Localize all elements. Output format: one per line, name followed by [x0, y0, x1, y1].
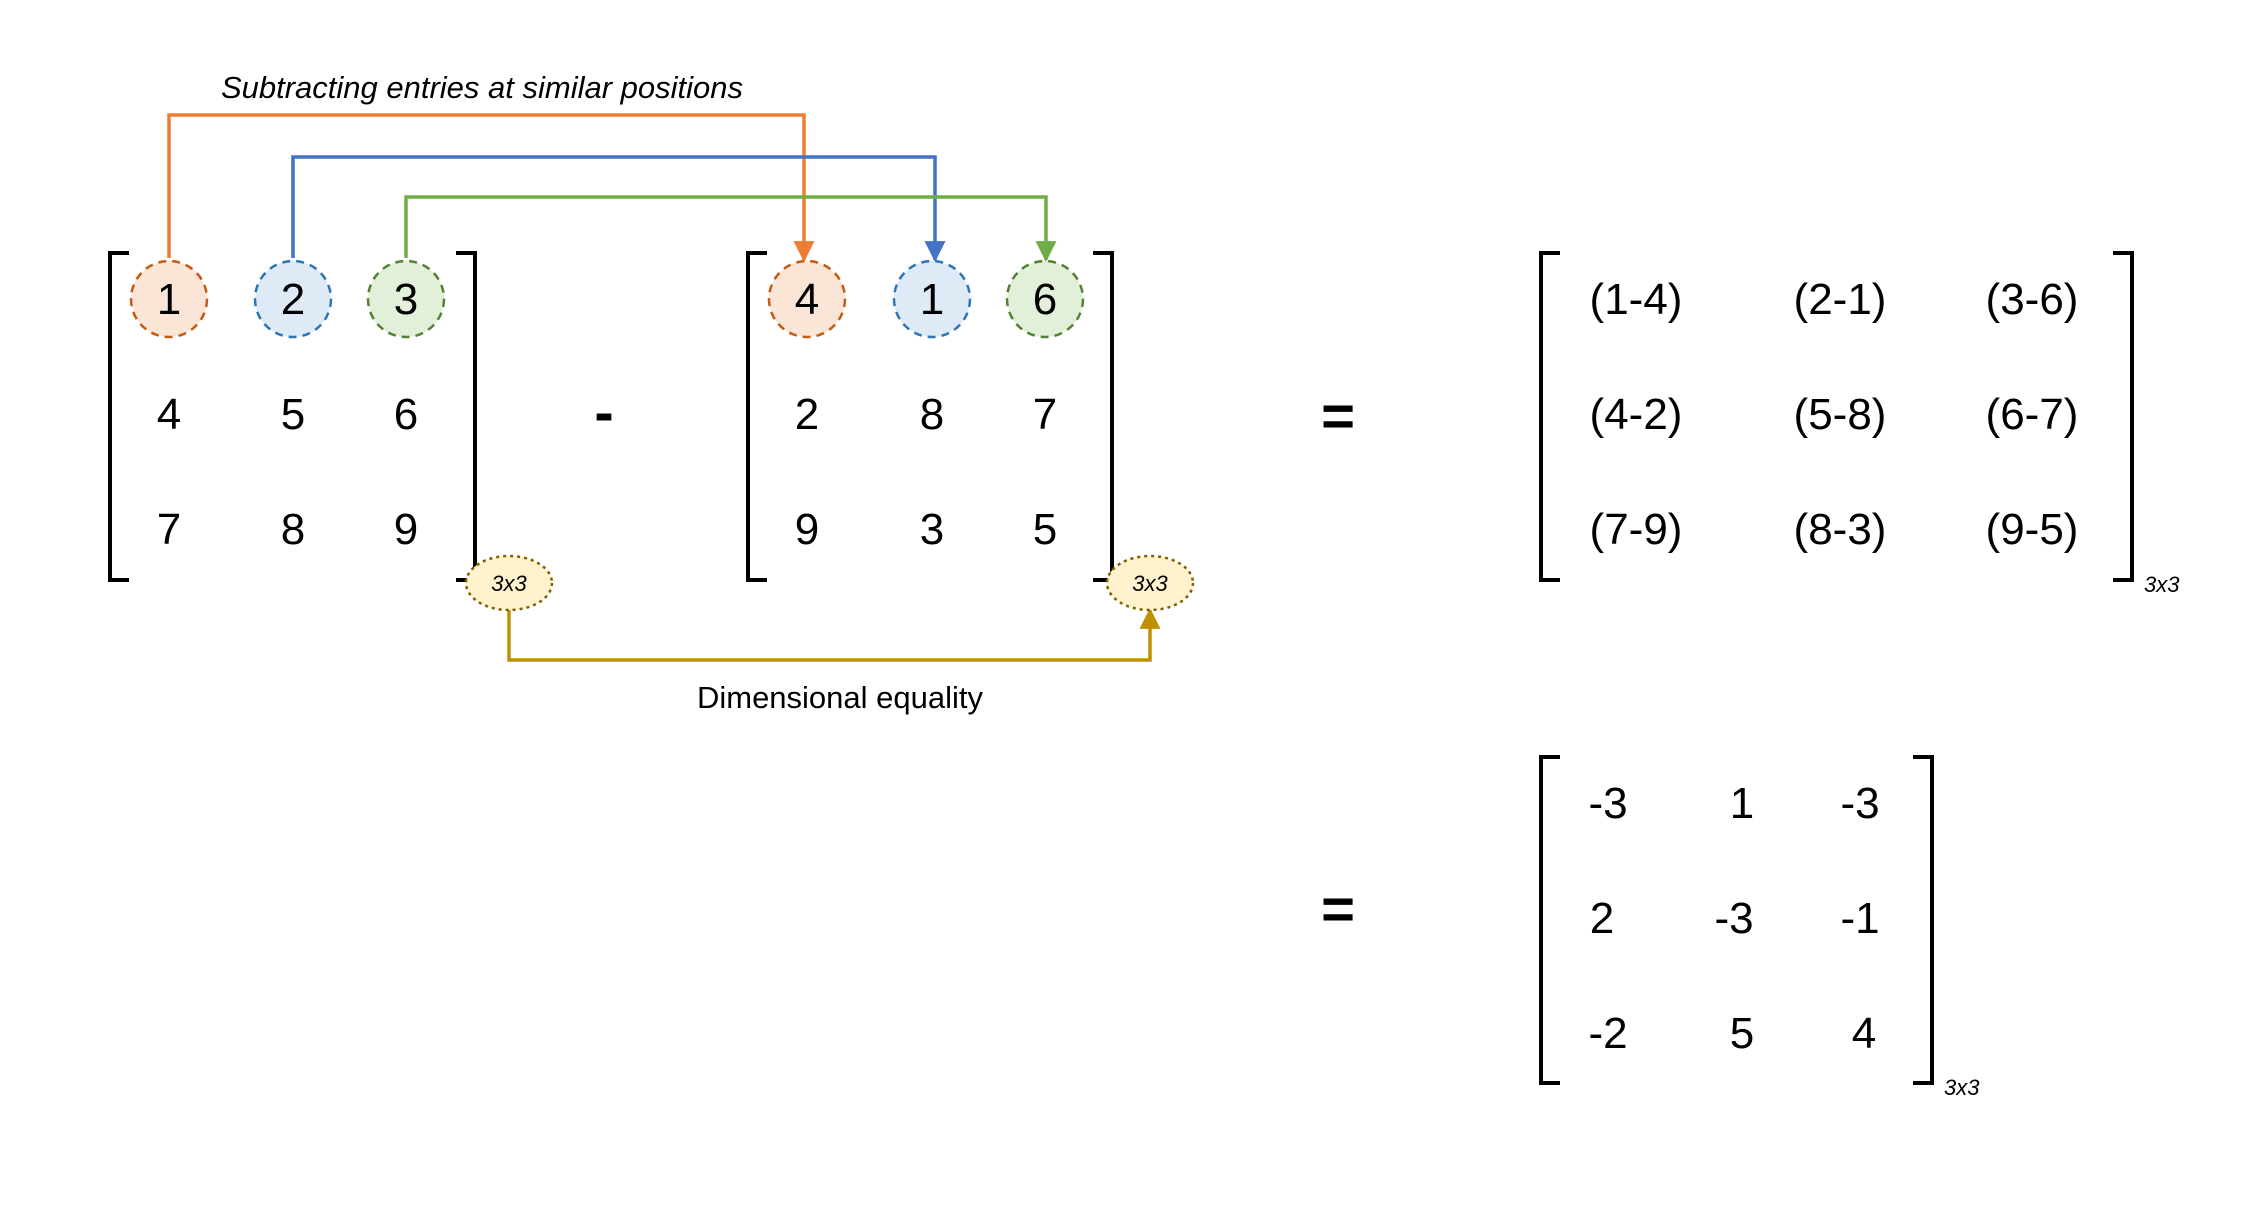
- dimension-label-b: 3x3: [1132, 571, 1168, 596]
- highlight-circle-b13: [1005, 259, 1085, 339]
- matrix-a-cell: 6: [394, 390, 418, 439]
- matrix-expr-cell: (1-4): [1590, 275, 1683, 324]
- matrix-expr-cell: (7-9): [1590, 505, 1683, 554]
- highlight-circle-b11: [767, 259, 847, 339]
- matrix-result-cell: -3: [1588, 779, 1627, 828]
- matrix-b-left-bracket: [746, 251, 767, 582]
- matrix-result-left-bracket: [1539, 755, 1560, 1085]
- matrix-expr-cell: (5-8): [1794, 390, 1887, 439]
- matrix-expr-right-bracket: [2113, 251, 2134, 582]
- matrix-expr-dimension: 3x3: [2144, 572, 2180, 597]
- matrix-b-cell: 5: [1033, 505, 1057, 554]
- matrix-expr-cell: (8-3): [1794, 505, 1887, 554]
- matrix-result-cell: -1: [1840, 894, 1879, 943]
- dimension-connector: [507, 607, 1161, 662]
- matrix-expr-left-bracket: [1539, 251, 1560, 582]
- title-subtracting-entries: Subtracting entries at similar positions: [221, 70, 743, 105]
- matrix-expr: (1-4) (2-1) (3-6) (4-2) (5-8) (6-7) (7-9…: [1590, 275, 2079, 554]
- equals-operator-1: =: [1321, 384, 1355, 449]
- matrix-a-cell: 9: [394, 505, 418, 554]
- matrix-a-left-bracket: [108, 251, 129, 582]
- matrix-expr-cell: (4-2): [1590, 390, 1683, 439]
- matrix-b-cell: 8: [920, 390, 944, 439]
- connector-blue: [291, 155, 946, 263]
- connector-orange: [167, 113, 815, 263]
- matrix-a-cell: 3: [394, 275, 418, 324]
- matrix-a-cell: 1: [157, 275, 181, 324]
- dimension-label-a: 3x3: [491, 571, 527, 596]
- matrix-a-cell: 2: [281, 275, 305, 324]
- matrix-a-cell: 7: [157, 505, 181, 554]
- minus-operator: -: [594, 380, 613, 445]
- matrix-result-cell: -3: [1840, 779, 1879, 828]
- highlight-circle-a11: [129, 259, 209, 339]
- matrix-result-cell: 4: [1852, 1009, 1876, 1058]
- matrix-a-cell: 8: [281, 505, 305, 554]
- matrix-b-cell: 4: [795, 275, 819, 324]
- matrix-expr-cell: (2-1): [1794, 275, 1887, 324]
- matrix-b-cell: 1: [920, 275, 944, 324]
- matrix-expr-cell: (6-7): [1986, 390, 2079, 439]
- matrix-b-cell: 6: [1033, 275, 1057, 324]
- matrix-a: 1 2 3 4 5 6 7 8 9: [157, 275, 418, 554]
- matrix-b-right-bracket: [1093, 251, 1114, 582]
- matrix-result-cell: -2: [1588, 1009, 1627, 1058]
- matrix-expr-cell: (9-5): [1986, 505, 2079, 554]
- matrix-result: -3 1 -3 2 -3 -1 -2 5 4: [1588, 779, 1879, 1058]
- caption-dimensional-equality: Dimensional equality: [697, 680, 984, 715]
- highlight-circle-a12: [253, 259, 333, 339]
- matrix-a-cell: 5: [281, 390, 305, 439]
- equals-operator-2: =: [1321, 877, 1355, 942]
- matrix-b: 4 1 6 2 8 7 9 3 5: [795, 275, 1057, 554]
- dimension-oval-b: [1105, 554, 1195, 612]
- matrix-a-cell: 4: [157, 390, 181, 439]
- dimension-oval-a: [464, 554, 554, 612]
- connector-green: [404, 195, 1057, 263]
- highlight-circle-b12: [892, 259, 972, 339]
- matrix-result-right-bracket: [1913, 755, 1934, 1085]
- matrix-a-right-bracket: [456, 251, 477, 582]
- matrix-result-cell: -3: [1714, 894, 1753, 943]
- matrix-result-cell: 1: [1730, 779, 1754, 828]
- matrix-expr-cell: (3-6): [1986, 275, 2079, 324]
- matrix-result-cell: 2: [1590, 894, 1614, 943]
- matrix-b-cell: 3: [920, 505, 944, 554]
- matrix-b-cell: 2: [795, 390, 819, 439]
- matrix-b-cell: 7: [1033, 390, 1057, 439]
- matrix-b-cell: 9: [795, 505, 819, 554]
- matrix-result-cell: 5: [1730, 1009, 1754, 1058]
- highlight-circle-a13: [366, 259, 446, 339]
- matrix-result-dimension: 3x3: [1944, 1075, 1980, 1100]
